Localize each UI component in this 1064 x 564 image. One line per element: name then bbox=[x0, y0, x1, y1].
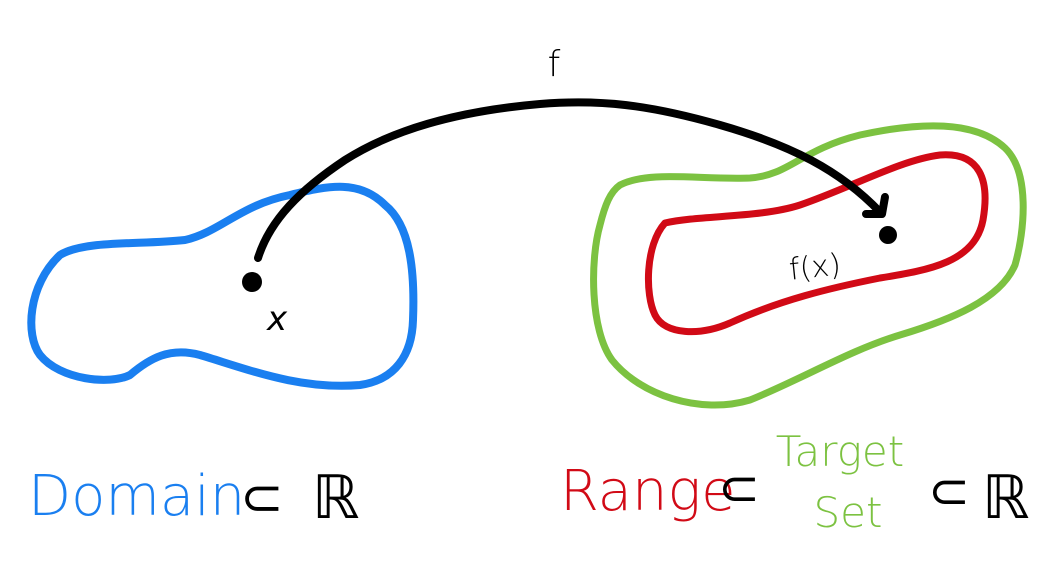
caption-domain: Domain bbox=[28, 464, 245, 529]
point-x-label: x bbox=[266, 299, 288, 339]
domain-set-outline bbox=[27, 182, 418, 390]
function-arrow bbox=[254, 98, 884, 262]
caption-reals-1: ℝ bbox=[312, 463, 360, 533]
caption-subset-symbol-1: ⊂ bbox=[240, 468, 284, 528]
caption-subset-symbol-2: ⊂ bbox=[718, 459, 760, 517]
caption-range: Range bbox=[560, 459, 736, 524]
caption-subset-symbol-3: ⊂ bbox=[928, 462, 970, 520]
caption-target-line2: Set bbox=[814, 488, 883, 537]
point-x bbox=[242, 272, 262, 292]
target-set-outline bbox=[590, 122, 1027, 409]
point-fx bbox=[879, 226, 897, 244]
caption-reals-2: ℝ bbox=[982, 463, 1030, 533]
arrow-label-f: f bbox=[548, 44, 561, 85]
arrow-head-icon bbox=[862, 193, 889, 218]
point-fx-label: f(x) bbox=[787, 247, 842, 287]
caption-target-line1: Target bbox=[776, 427, 904, 476]
range-set-outline bbox=[645, 151, 989, 336]
